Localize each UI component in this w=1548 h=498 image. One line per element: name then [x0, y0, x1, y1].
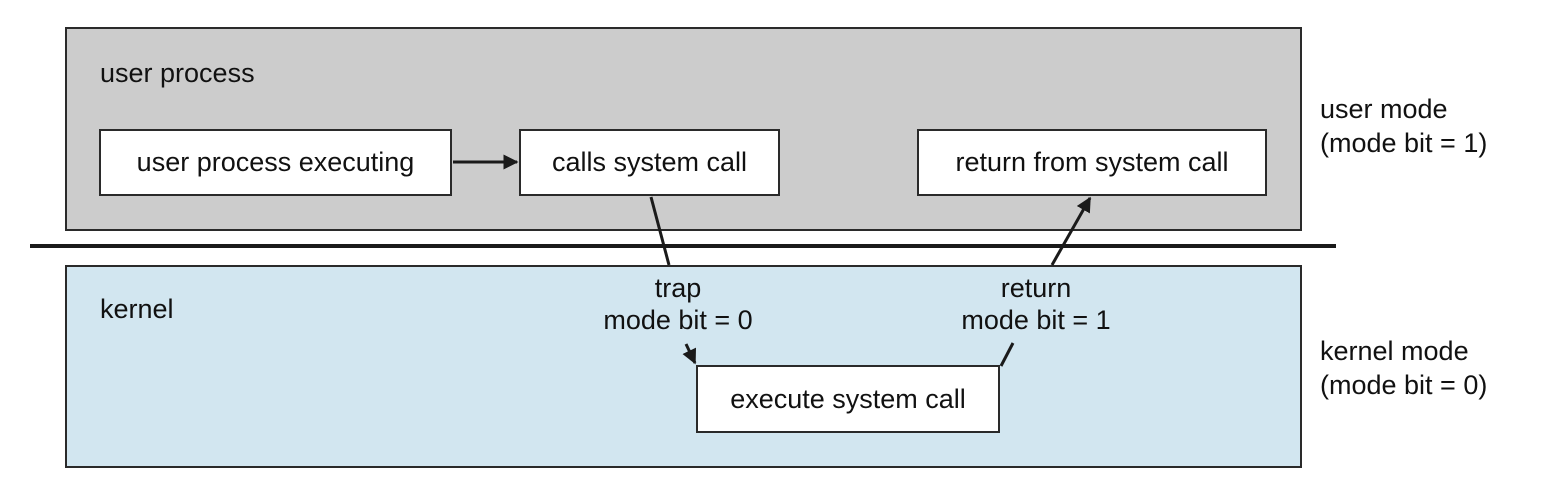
kernel-mode-title: kernel mode — [1320, 336, 1469, 366]
user-mode-label: user mode (mode bit = 1) — [1320, 92, 1487, 160]
user-mode-bit: (mode bit = 1) — [1320, 128, 1488, 158]
calls-system-call-box: calls system call — [519, 129, 780, 196]
trap-edge-label: trap mode bit = 0 — [578, 272, 778, 336]
user-process-label: user process — [100, 58, 255, 88]
kernel-mode-label: kernel mode (mode bit = 0) — [1320, 334, 1487, 402]
return-mode-bit-label: mode bit = 1 — [961, 305, 1111, 335]
user-mode-title: user mode — [1320, 94, 1448, 124]
kernel-mode-bit: (mode bit = 0) — [1320, 370, 1488, 400]
user-process-executing-box: user process executing — [99, 129, 452, 196]
trap-mode-bit-label: mode bit = 0 — [603, 305, 753, 335]
execute-system-call-box: execute system call — [696, 365, 1000, 433]
kernel-region: kernel — [65, 265, 1302, 468]
return-label: return — [1000, 273, 1072, 303]
return-edge-label: return mode bit = 1 — [936, 272, 1136, 336]
trap-label: trap — [654, 273, 702, 303]
kernel-label: kernel — [100, 294, 174, 324]
return-from-system-call-box: return from system call — [917, 129, 1267, 196]
mode-divider-line — [30, 244, 1336, 248]
